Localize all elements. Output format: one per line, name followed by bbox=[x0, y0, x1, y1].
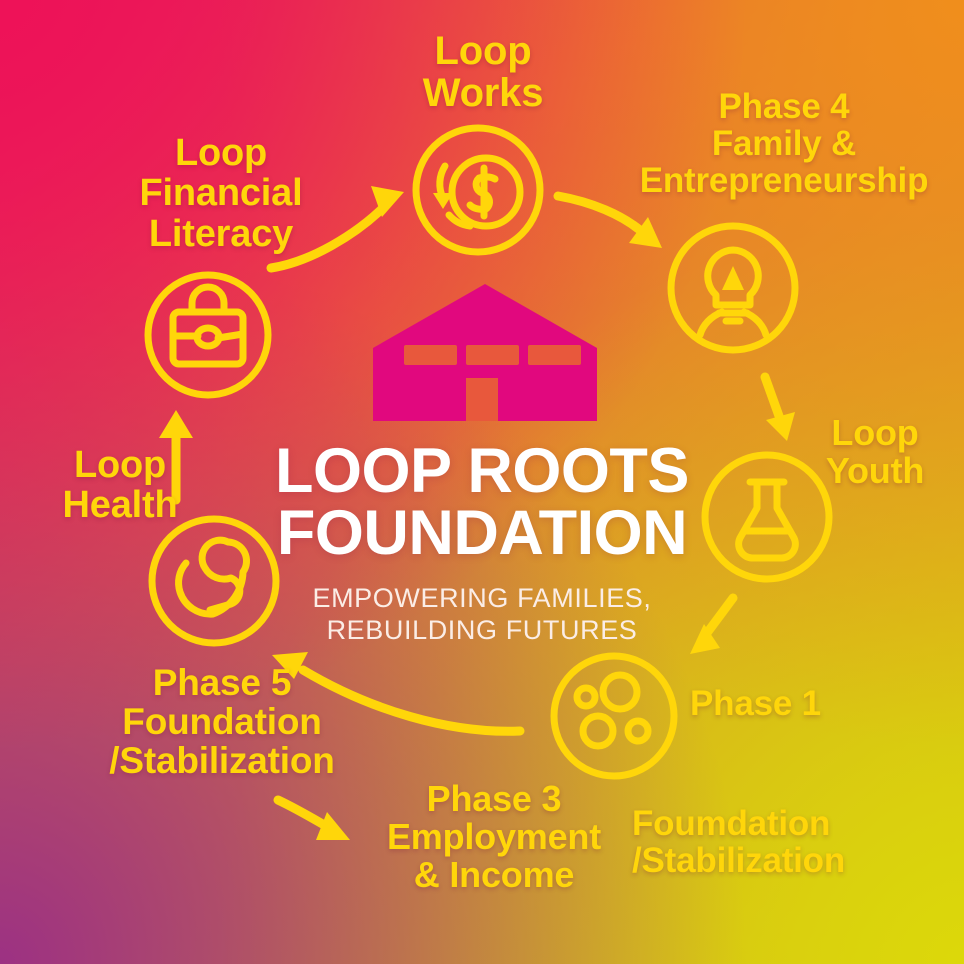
node-label-loop-youth: Loop Youth bbox=[825, 412, 925, 492]
organization-tagline: EMPOWERING FAMILIES, REBUILDING FUTURES bbox=[312, 582, 652, 646]
node-label-loop-health: Loop Health bbox=[62, 444, 178, 527]
petri-dish-icon bbox=[550, 652, 678, 780]
dollar-refresh-icon bbox=[412, 124, 544, 256]
node-label-financial-literacy: Loop Financial Literacy bbox=[139, 132, 303, 255]
node-label-phase-1: Phase 1 bbox=[690, 684, 821, 723]
house-icon bbox=[373, 284, 597, 421]
node-label-phase-4: Phase 4 Family & Entrepreneurship bbox=[639, 87, 929, 201]
caring-hand-icon bbox=[148, 515, 280, 647]
briefcase-icon bbox=[144, 271, 272, 399]
arrow-phase5-to-phase3 bbox=[273, 795, 350, 840]
node-label-loop-works: Loop Works bbox=[422, 29, 544, 116]
node-label-phase-1-subtitle: Foumdation /Stabilization bbox=[632, 804, 846, 881]
arrow-works-to-phase4 bbox=[553, 191, 662, 248]
arrow-phase4-to-youth bbox=[760, 372, 795, 441]
lightbulb-person-icon bbox=[667, 222, 799, 354]
arrow-youth-to-phase1 bbox=[690, 593, 738, 654]
node-label-phase-5: Phase 5 Foundation /Stabilization bbox=[109, 662, 335, 782]
node-label-phase-3: Phase 3 Employment & Income bbox=[386, 778, 602, 896]
